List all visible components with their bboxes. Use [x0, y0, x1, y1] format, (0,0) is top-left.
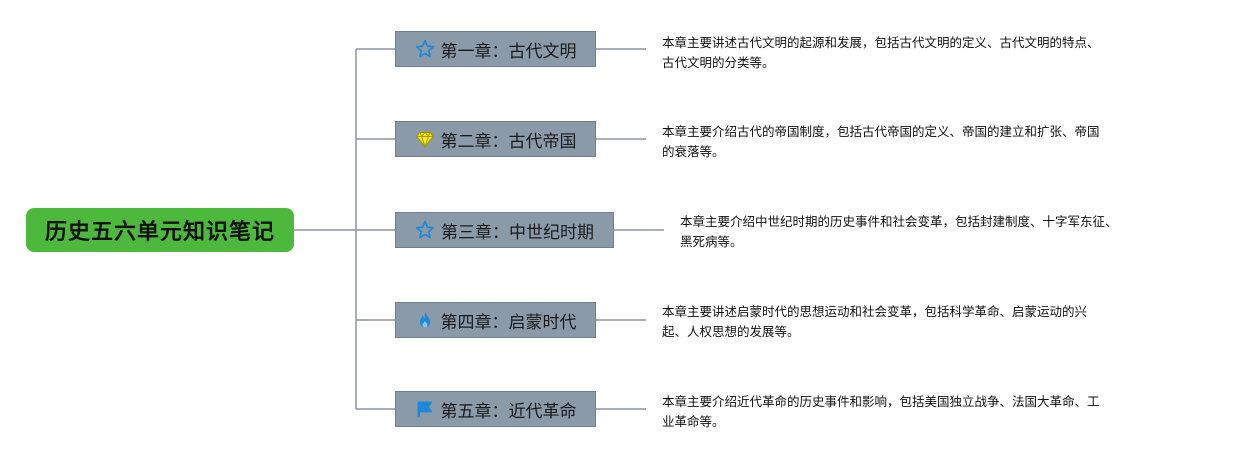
chapter-2-description: 本章主要介绍古代的帝国制度，包括古代帝国的定义、帝国的建立和扩张、帝国 的衰落等… [662, 122, 1100, 162]
description-line: 古代文明的分类等。 [662, 55, 775, 70]
chapter-4-label: 第四章：启蒙时代 [440, 312, 577, 333]
description-line: 本章主要讲述启蒙时代的思想运动和社会变革，包括科学革命、启蒙运动的兴 [662, 304, 1088, 319]
chapter-3-description: 本章主要介绍中世纪时期的历史事件和社会变革，包括封建制度、十字军东征、 黑死病等… [680, 212, 1118, 252]
description-line: 的衰落等。 [662, 144, 725, 159]
description-line: 本章主要介绍中世纪时期的历史事件和社会变革，包括封建制度、十字军东征、 [680, 214, 1118, 229]
root-topic[interactable]: 历史五六单元知识笔记 [26, 208, 294, 252]
flag-icon [415, 399, 435, 419]
chapter-2-label: 第二章：古代帝国 [440, 131, 577, 152]
description-line: 黑死病等。 [680, 234, 743, 249]
description-line: 业革命等。 [662, 414, 725, 429]
chapter-4-description: 本章主要讲述启蒙时代的思想运动和社会变革，包括科学革命、启蒙运动的兴 起、人权思… [662, 302, 1087, 342]
diamond-icon [415, 129, 435, 149]
chapter-5-description: 本章主要介绍近代革命的历史事件和影响，包括美国独立战争、法国大革命、工 业革命等… [662, 392, 1100, 432]
chapter-3-topic[interactable]: 第三章：中世纪时期 [395, 212, 614, 248]
chapter-1-description: 本章主要讲述古代文明的起源和发展，包括古代文明的定义、古代文明的特点、 古代文明… [662, 33, 1100, 73]
chapter-2-topic[interactable]: 第二章：古代帝国 [395, 121, 596, 157]
description-line: 本章主要讲述古代文明的起源和发展，包括古代文明的定义、古代文明的特点、 [662, 35, 1100, 50]
chapter-5-label: 第五章：近代革命 [440, 401, 577, 422]
root-title: 历史五六单元知识笔记 [44, 220, 275, 245]
description-line: 起、人权思想的发展等。 [662, 324, 800, 339]
description-line: 本章主要介绍近代革命的历史事件和影响，包括美国独立战争、法国大革命、工 [662, 394, 1100, 409]
flame-icon [415, 310, 435, 330]
star-icon [415, 39, 435, 59]
chapter-5-topic[interactable]: 第五章：近代革命 [395, 391, 596, 427]
chapter-3-label: 第三章：中世纪时期 [441, 222, 594, 243]
description-line: 本章主要介绍古代的帝国制度，包括古代帝国的定义、帝国的建立和扩张、帝国 [662, 124, 1100, 139]
chapter-4-topic[interactable]: 第四章：启蒙时代 [395, 302, 596, 338]
chapter-1-label: 第一章：古代文明 [440, 41, 577, 62]
chapter-1-topic[interactable]: 第一章：古代文明 [395, 31, 596, 67]
star-icon [415, 220, 435, 240]
